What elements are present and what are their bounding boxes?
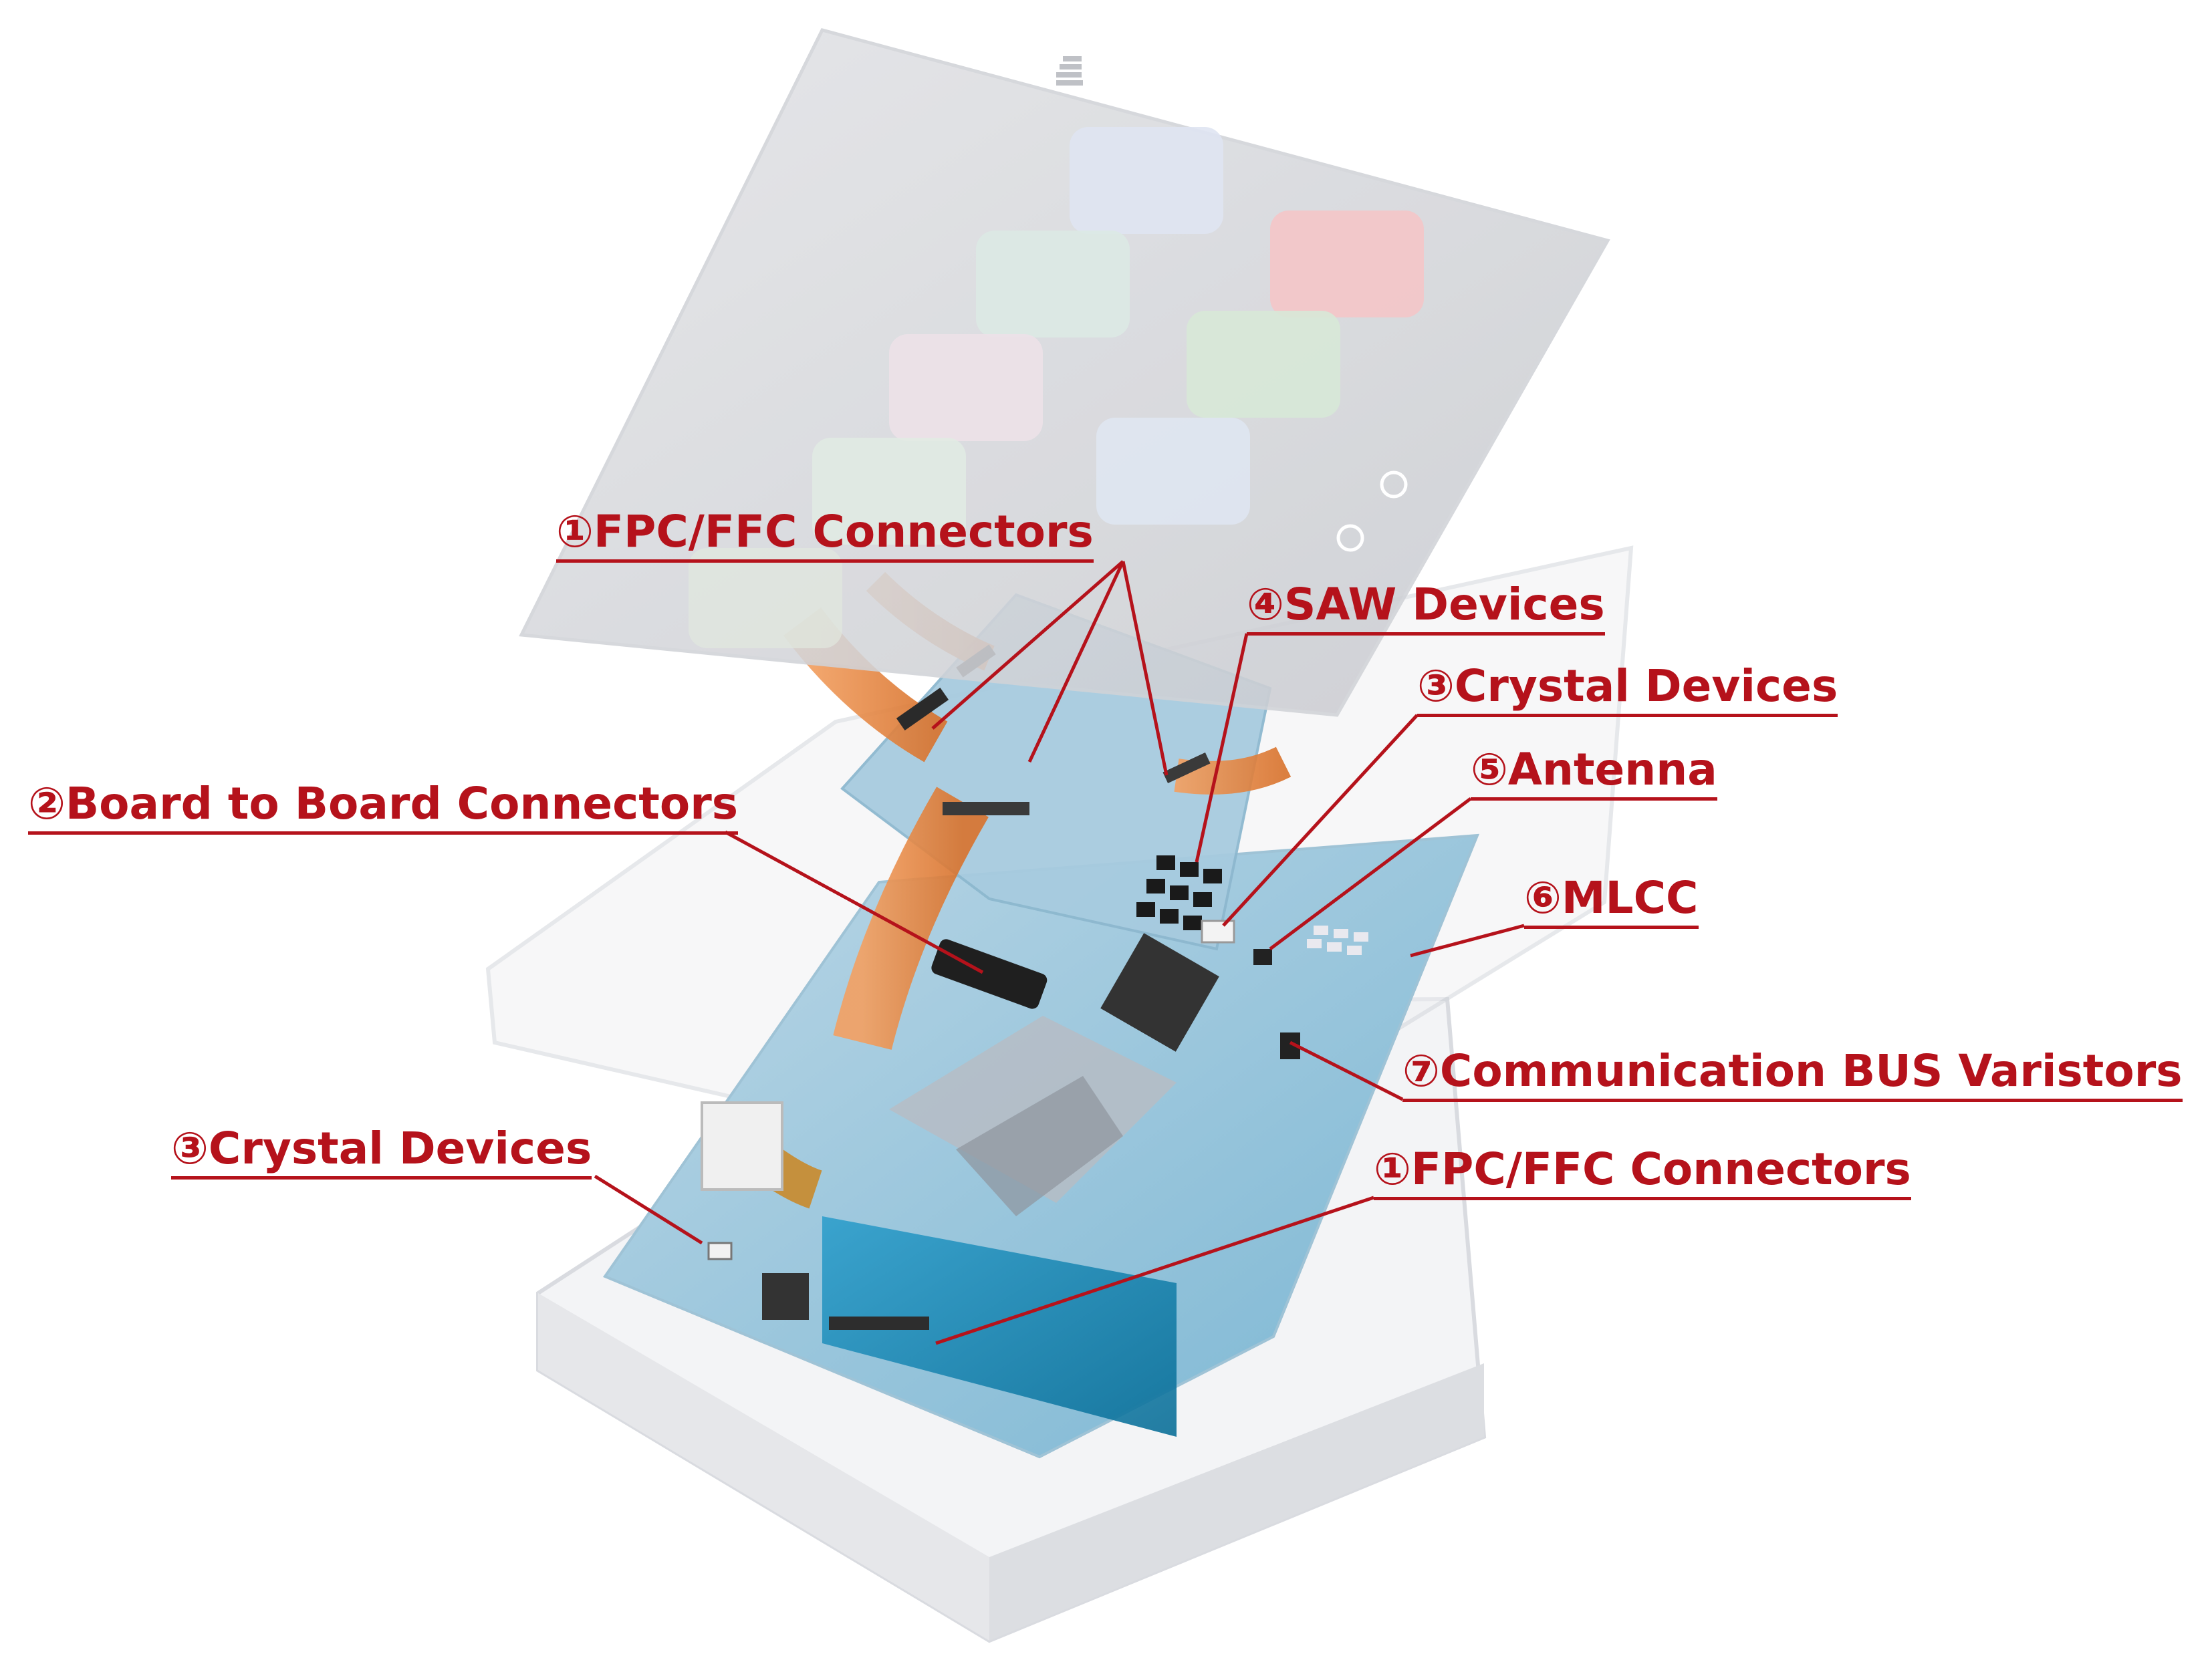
weather-icon: [1096, 418, 1250, 525]
callout-mlcc: ⑥MLCC: [1524, 876, 1699, 929]
eye-icon: [1070, 127, 1223, 234]
callout-crystal-devices-bottom: ③Crystal Devices: [171, 1127, 592, 1180]
phone-icon: [889, 334, 1043, 441]
callout-crystal-devices-top: ③Crystal Devices: [1417, 664, 1838, 717]
warning-icon: [1270, 211, 1424, 317]
heatsink: [889, 1016, 1177, 1216]
music-icon: [812, 438, 966, 545]
callout-communication-bus-varistors: ⑦Communication BUS Varistors: [1402, 1049, 2183, 1102]
headset-icon: [976, 231, 1130, 337]
display-panel: [519, 28, 1610, 717]
callout-board-to-board-connectors: ②Board to Board Connectors: [28, 782, 739, 835]
callout-fpc-ffc-connectors-bottom: ①FPC/FFC Connectors: [1374, 1147, 1911, 1200]
callout-saw-devices: ④SAW Devices: [1247, 583, 1605, 636]
components: [701, 644, 1368, 1330]
signal-icon: [1056, 56, 1083, 86]
leader-lines: [594, 560, 1525, 1345]
callout-antenna: ⑤Antenna: [1471, 748, 1717, 801]
map-icon: [1187, 311, 1340, 418]
document-icon: [689, 548, 842, 648]
callout-fpc-ffc-connectors-top: ①FPC/FFC Connectors: [556, 510, 1094, 563]
